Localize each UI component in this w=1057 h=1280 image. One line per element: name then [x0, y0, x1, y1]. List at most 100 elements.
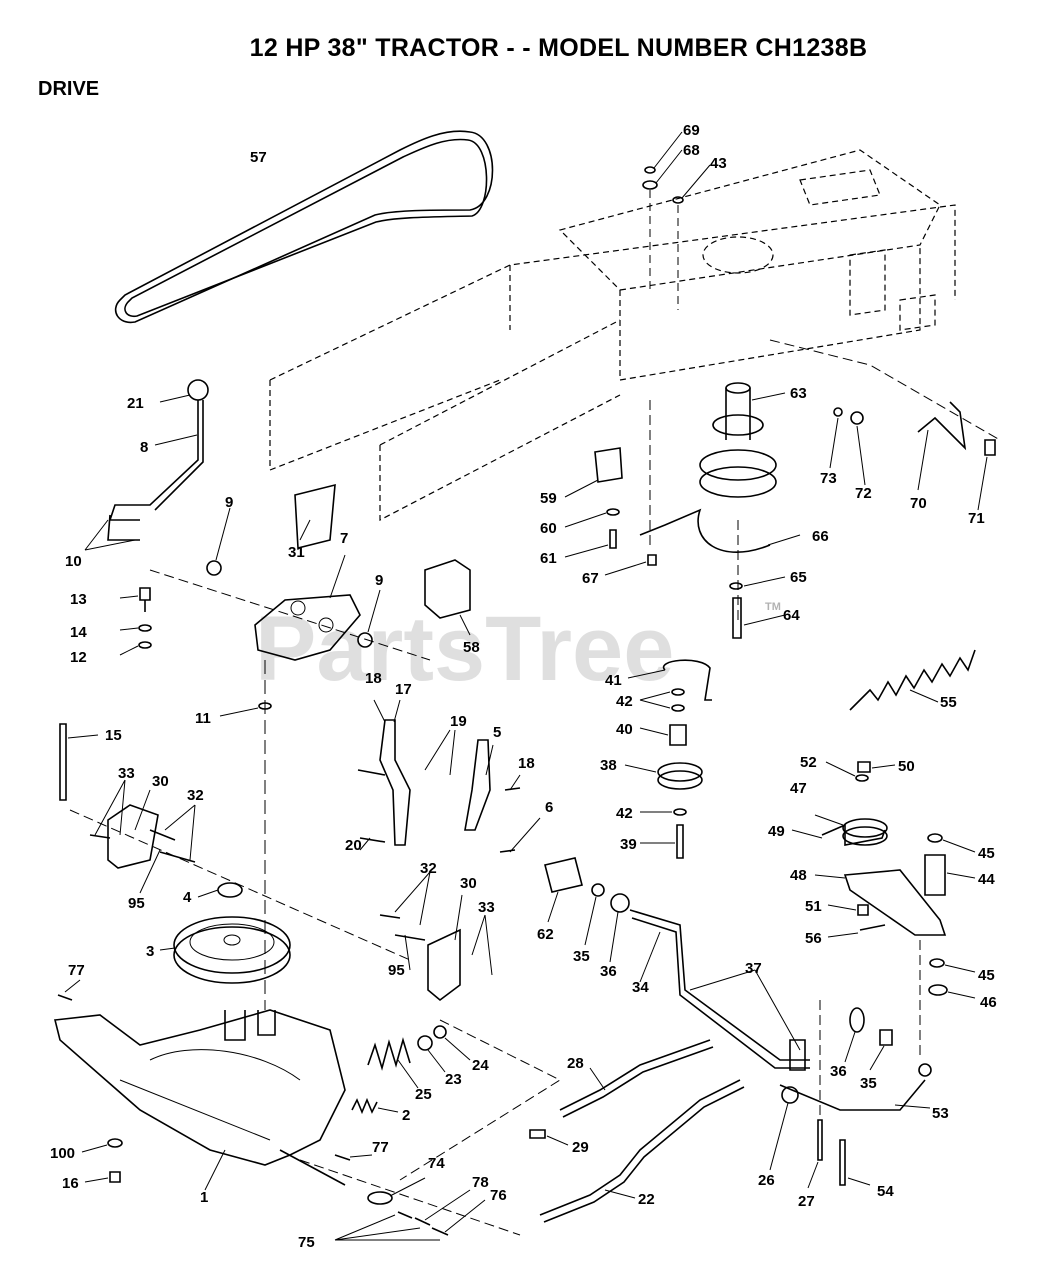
rod-53 — [779, 1079, 926, 1111]
callout-75: 75 — [298, 1234, 315, 1251]
callout-28: 28 — [567, 1055, 584, 1072]
callout-25: 25 — [415, 1086, 432, 1103]
tractor-frame — [269, 149, 956, 521]
idler-pulley-47 — [842, 818, 888, 846]
callout-42b: 42 — [616, 805, 633, 822]
callout-15: 15 — [105, 727, 122, 744]
heat-shield-31 — [294, 483, 336, 550]
retaining-ring-4 — [217, 882, 243, 898]
callout-30b: 30 — [460, 875, 477, 892]
bushing-44 — [924, 854, 946, 896]
callout-65: 65 — [790, 569, 807, 586]
callout-18b: 18 — [518, 755, 535, 772]
washer-9a — [206, 560, 222, 576]
callout-59: 59 — [540, 490, 557, 507]
callout-21: 21 — [127, 395, 144, 412]
callout-77b: 77 — [372, 1139, 389, 1156]
bracket-17 — [379, 719, 411, 846]
callout-61: 61 — [540, 550, 557, 567]
callout-100: 100 — [50, 1145, 75, 1162]
callout-43: 43 — [710, 155, 727, 172]
callout-51: 51 — [805, 898, 822, 915]
callout-35b: 35 — [860, 1075, 877, 1092]
callout-42a: 42 — [616, 693, 633, 710]
arm-41 — [662, 659, 712, 701]
callout-58: 58 — [463, 639, 480, 656]
callout-5: 5 — [493, 724, 501, 741]
callout-66: 66 — [812, 528, 829, 545]
rod-28 — [559, 1039, 711, 1111]
callout-30a: 30 — [152, 773, 169, 790]
callout-69: 69 — [683, 122, 700, 139]
callout-1: 1 — [200, 1189, 208, 1206]
callout-35a: 35 — [573, 948, 590, 965]
idler-arm-48 — [843, 869, 947, 936]
callout-33a: 33 — [118, 765, 135, 782]
callout-24: 24 — [472, 1057, 489, 1074]
spring-55 — [849, 649, 976, 711]
mounting-plate-30b — [427, 928, 461, 1002]
callout-64: 64 — [783, 607, 800, 624]
callout-14: 14 — [70, 624, 87, 641]
callout-56: 56 — [805, 930, 822, 947]
shift-lever-assembly — [107, 379, 209, 541]
transaxle-1 — [54, 1009, 346, 1186]
callout-20: 20 — [345, 837, 362, 854]
watermark-tm: TM — [765, 601, 781, 613]
callout-4: 4 — [183, 889, 192, 906]
callout-36b: 36 — [830, 1063, 847, 1080]
callout-71: 71 — [968, 510, 985, 527]
callout-11: 11 — [195, 710, 211, 727]
drive-belt — [114, 130, 494, 324]
callout-9b: 9 — [375, 572, 383, 589]
callout-12: 12 — [70, 649, 87, 666]
callout-38: 38 — [600, 757, 617, 774]
callout-13: 13 — [70, 591, 87, 608]
washer-9b — [357, 632, 373, 648]
callout-53: 53 — [932, 1105, 949, 1122]
callout-8: 8 — [140, 439, 148, 456]
callout-95b: 95 — [388, 962, 405, 979]
callout-34: 34 — [632, 979, 649, 996]
callout-77a: 77 — [68, 962, 85, 979]
callout-40: 40 — [616, 721, 633, 738]
bolt-15 — [59, 723, 67, 801]
callout-67: 67 — [582, 570, 599, 587]
callout-22: 22 — [638, 1191, 655, 1208]
idler-bracket-66 — [639, 508, 771, 553]
callout-70: 70 — [910, 495, 927, 512]
callout-29: 29 — [572, 1139, 589, 1156]
callout-33b: 33 — [478, 899, 495, 916]
callout-47: 47 — [790, 780, 807, 797]
callout-9a: 9 — [225, 494, 233, 511]
callout-26: 26 — [758, 1172, 775, 1189]
callout-31: 31 — [288, 544, 305, 561]
callout-54: 54 — [877, 1183, 894, 1200]
transaxle-pulley-3 — [173, 916, 291, 984]
callout-49: 49 — [768, 823, 785, 840]
sleeve-62 — [544, 857, 583, 893]
callout-62: 62 — [537, 926, 554, 943]
bracket-5 — [464, 739, 491, 831]
clip-59 — [594, 447, 623, 483]
callout-36a: 36 — [600, 963, 617, 980]
callout-63: 63 — [790, 385, 807, 402]
callout-39: 39 — [620, 836, 637, 853]
callout-27: 27 — [798, 1193, 815, 1210]
callout-10: 10 — [65, 553, 82, 570]
page-title: 12 HP 38" TRACTOR - - MODEL NUMBER CH123… — [249, 34, 868, 62]
callout-76: 76 — [490, 1187, 507, 1204]
section-label: DRIVE — [38, 78, 100, 100]
callout-17: 17 — [395, 681, 412, 698]
callout-48: 48 — [790, 867, 807, 884]
callout-45a: 45 — [978, 845, 995, 862]
callout-6: 6 — [545, 799, 553, 816]
engine-pulley-63 — [699, 382, 777, 498]
callout-95a: 95 — [128, 895, 145, 912]
callout-3: 3 — [146, 943, 154, 960]
callout-68: 68 — [683, 142, 700, 159]
callout-37: 37 — [745, 960, 762, 977]
spacer-74 — [367, 1191, 393, 1205]
